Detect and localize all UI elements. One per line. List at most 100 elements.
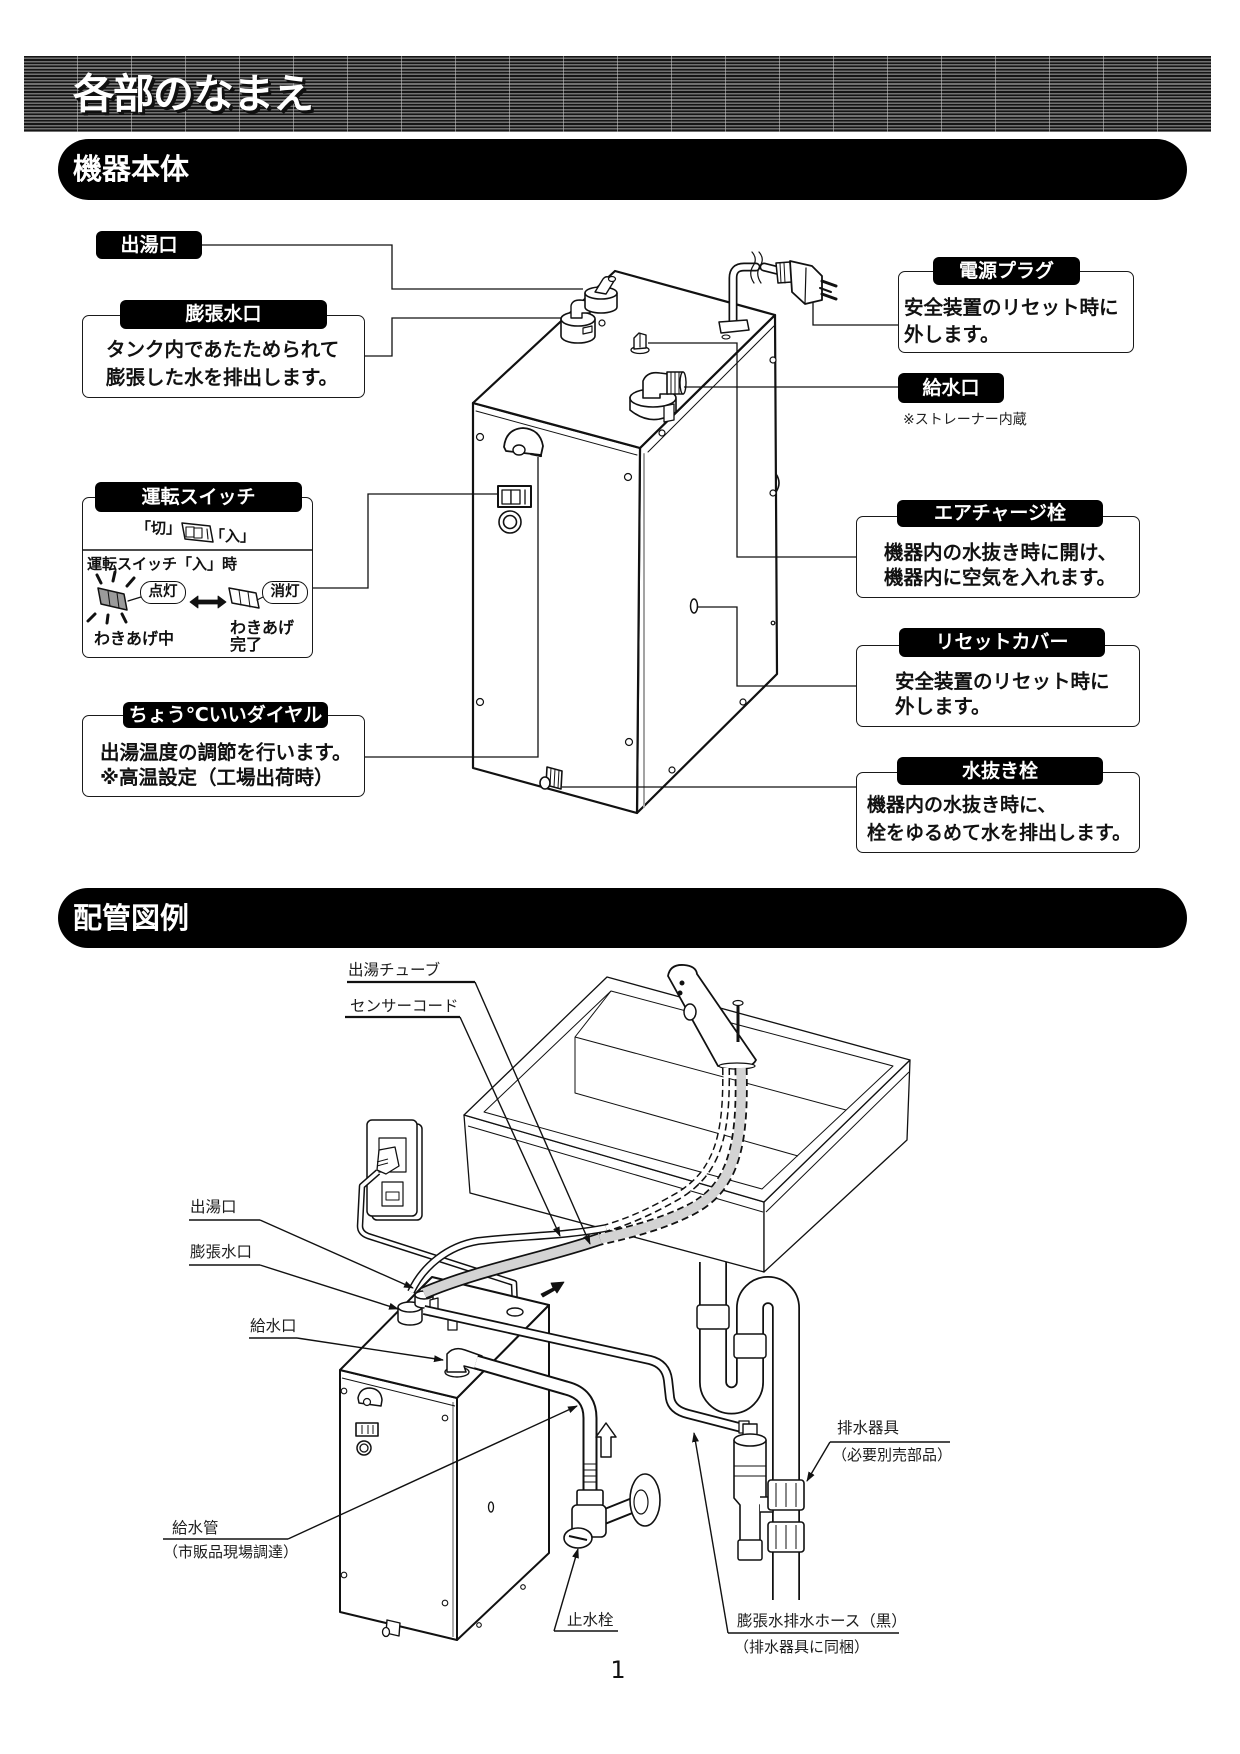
inlet-base-top: [629, 388, 677, 408]
power-cord-to-outlet: [356, 1169, 519, 1309]
knurl-line: [553, 768, 556, 788]
screw: [340, 1387, 348, 1395]
screw: [476, 1622, 482, 1628]
label-hot-water-tube: 出湯チューブ: [348, 961, 441, 979]
description-line: 外します。: [895, 695, 991, 718]
drain-trap-fill: [700, 1262, 799, 1600]
operation-switch: [497, 485, 532, 508]
description-line: 外します。: [904, 323, 1000, 346]
plug-ground-pin: [819, 287, 832, 293]
temperature-dial: [503, 427, 544, 458]
inlet-thread: [666, 371, 684, 395]
sink: [463, 976, 911, 1273]
drain-unions: [767, 1479, 805, 1553]
description-line: 栓をゆるめて水を排出します。: [867, 822, 1132, 844]
drain-fitting: [733, 1423, 774, 1561]
drain-union: [767, 1521, 805, 1553]
screw: [770, 620, 776, 626]
sensor-faucet: [667, 964, 757, 1070]
page-number: 1: [610, 1656, 626, 1684]
drain-union: [767, 1479, 805, 1511]
sink-rim-lip: [765, 1071, 910, 1213]
leader-sensor-cord: [459, 1016, 561, 1237]
outlet-plate: [366, 1119, 418, 1217]
leader-line-air-charge-valve: [648, 342, 856, 558]
description-line: 機器内の水抜き時に開け、: [884, 541, 1118, 564]
stop-valve-nut: [576, 1489, 604, 1507]
leader-line-power-plug: [812, 303, 898, 326]
outlet-socket-upper: [378, 1137, 407, 1173]
note-water-inlet-strainer: ※ストレーナー内蔵: [903, 412, 1027, 428]
unit-front-panel: [339, 1369, 458, 1641]
cord-fill: [761, 264, 783, 274]
water-heater-unit-installed: [339, 1276, 550, 1641]
label-air-charge-valve: エアチャージ栓: [897, 500, 1103, 527]
power-cord: [718, 251, 785, 340]
plug-rib: [376, 1162, 389, 1167]
switch-rocker-right: [510, 489, 521, 505]
inlet-elbow: [642, 371, 669, 399]
sink-basin-line: [574, 990, 847, 1111]
note-drain-fitting: （必要別売部品）: [832, 1446, 953, 1464]
fitting-body: [560, 318, 596, 344]
callout-temperature-dial: [82, 715, 365, 797]
cord-break-mark: [757, 251, 763, 284]
fitting-elbow: [570, 299, 591, 319]
heating-status-text: わきあげ中: [94, 629, 175, 648]
section-bar-piping: [58, 888, 1187, 948]
label-drain-valve: 水抜き栓: [897, 757, 1103, 785]
wall-outlet: [366, 1119, 423, 1221]
screw: [739, 698, 747, 706]
unit-front-panel: [471, 401, 642, 815]
leader-line-reset-cover: [697, 606, 856, 687]
sink-basin-line: [574, 1037, 799, 1157]
screw: [668, 766, 676, 774]
faucet-spout: [718, 1062, 756, 1070]
knurl-line: [549, 767, 552, 787]
drain-fitting-cap: [742, 1423, 758, 1439]
leader-expansion-water-outlet: [259, 1264, 399, 1310]
dial-indicator: [529, 452, 543, 458]
unit-right-panel: [456, 1304, 550, 1641]
drain-fitting-nut: [737, 1539, 763, 1561]
wall-flange-inner: [633, 1489, 649, 1515]
callout-drain-valve: [856, 772, 1140, 853]
description-line: タンク内であたためられて: [106, 338, 340, 361]
inlet-base: [629, 396, 677, 421]
fitting-body: [584, 292, 618, 314]
leader-water-supply-pipe: [287, 1405, 578, 1540]
sink-inner-rim: [483, 990, 894, 1190]
leader-expansion-drain-hose: [692, 1432, 729, 1634]
screw: [475, 697, 485, 707]
indicator-lamp: [356, 1440, 372, 1456]
drain-fitting-body: [733, 1439, 767, 1546]
hot-water-tube-concealed: [598, 1067, 747, 1244]
air-charge-valve: [630, 332, 650, 355]
pop-up-rod: [732, 999, 744, 1042]
label-operation-switch: 運転スイッチ: [95, 482, 302, 512]
water-supply-pipe-outline: [473, 1354, 598, 1493]
fitting-slot: [582, 325, 593, 335]
plug-prong: [820, 292, 838, 301]
fitting-top: [584, 286, 618, 300]
plug-edge: [804, 267, 807, 305]
indicator-lamp: [498, 510, 522, 534]
expansion-drain-hose-outline: [422, 1305, 748, 1434]
page-header-banner: [24, 56, 1211, 132]
description-line: 安全装置のリセット時に: [904, 296, 1119, 319]
plug-body: [789, 260, 823, 305]
hot-water-tube-outline: [421, 1232, 603, 1299]
screw: [475, 432, 485, 442]
note-expansion-drain-hose: （排水器具に同梱）: [734, 1638, 870, 1656]
screws: [475, 356, 777, 774]
drain-valve-outlet: [381, 1626, 391, 1638]
knurl-line: [557, 769, 560, 789]
indicator-lamp-lens: [359, 1443, 369, 1453]
faucet-sensor-window: [683, 1003, 697, 1021]
switch-state-caption: 運転スイッチ「入」時: [87, 555, 238, 573]
lamp-lens: [502, 514, 518, 530]
unit-top-fittings: [397, 1290, 524, 1378]
callout-reset-cover: [856, 645, 1140, 727]
drain-fitting-connector: [760, 1496, 774, 1513]
water-supply-pipe: [473, 1354, 598, 1493]
